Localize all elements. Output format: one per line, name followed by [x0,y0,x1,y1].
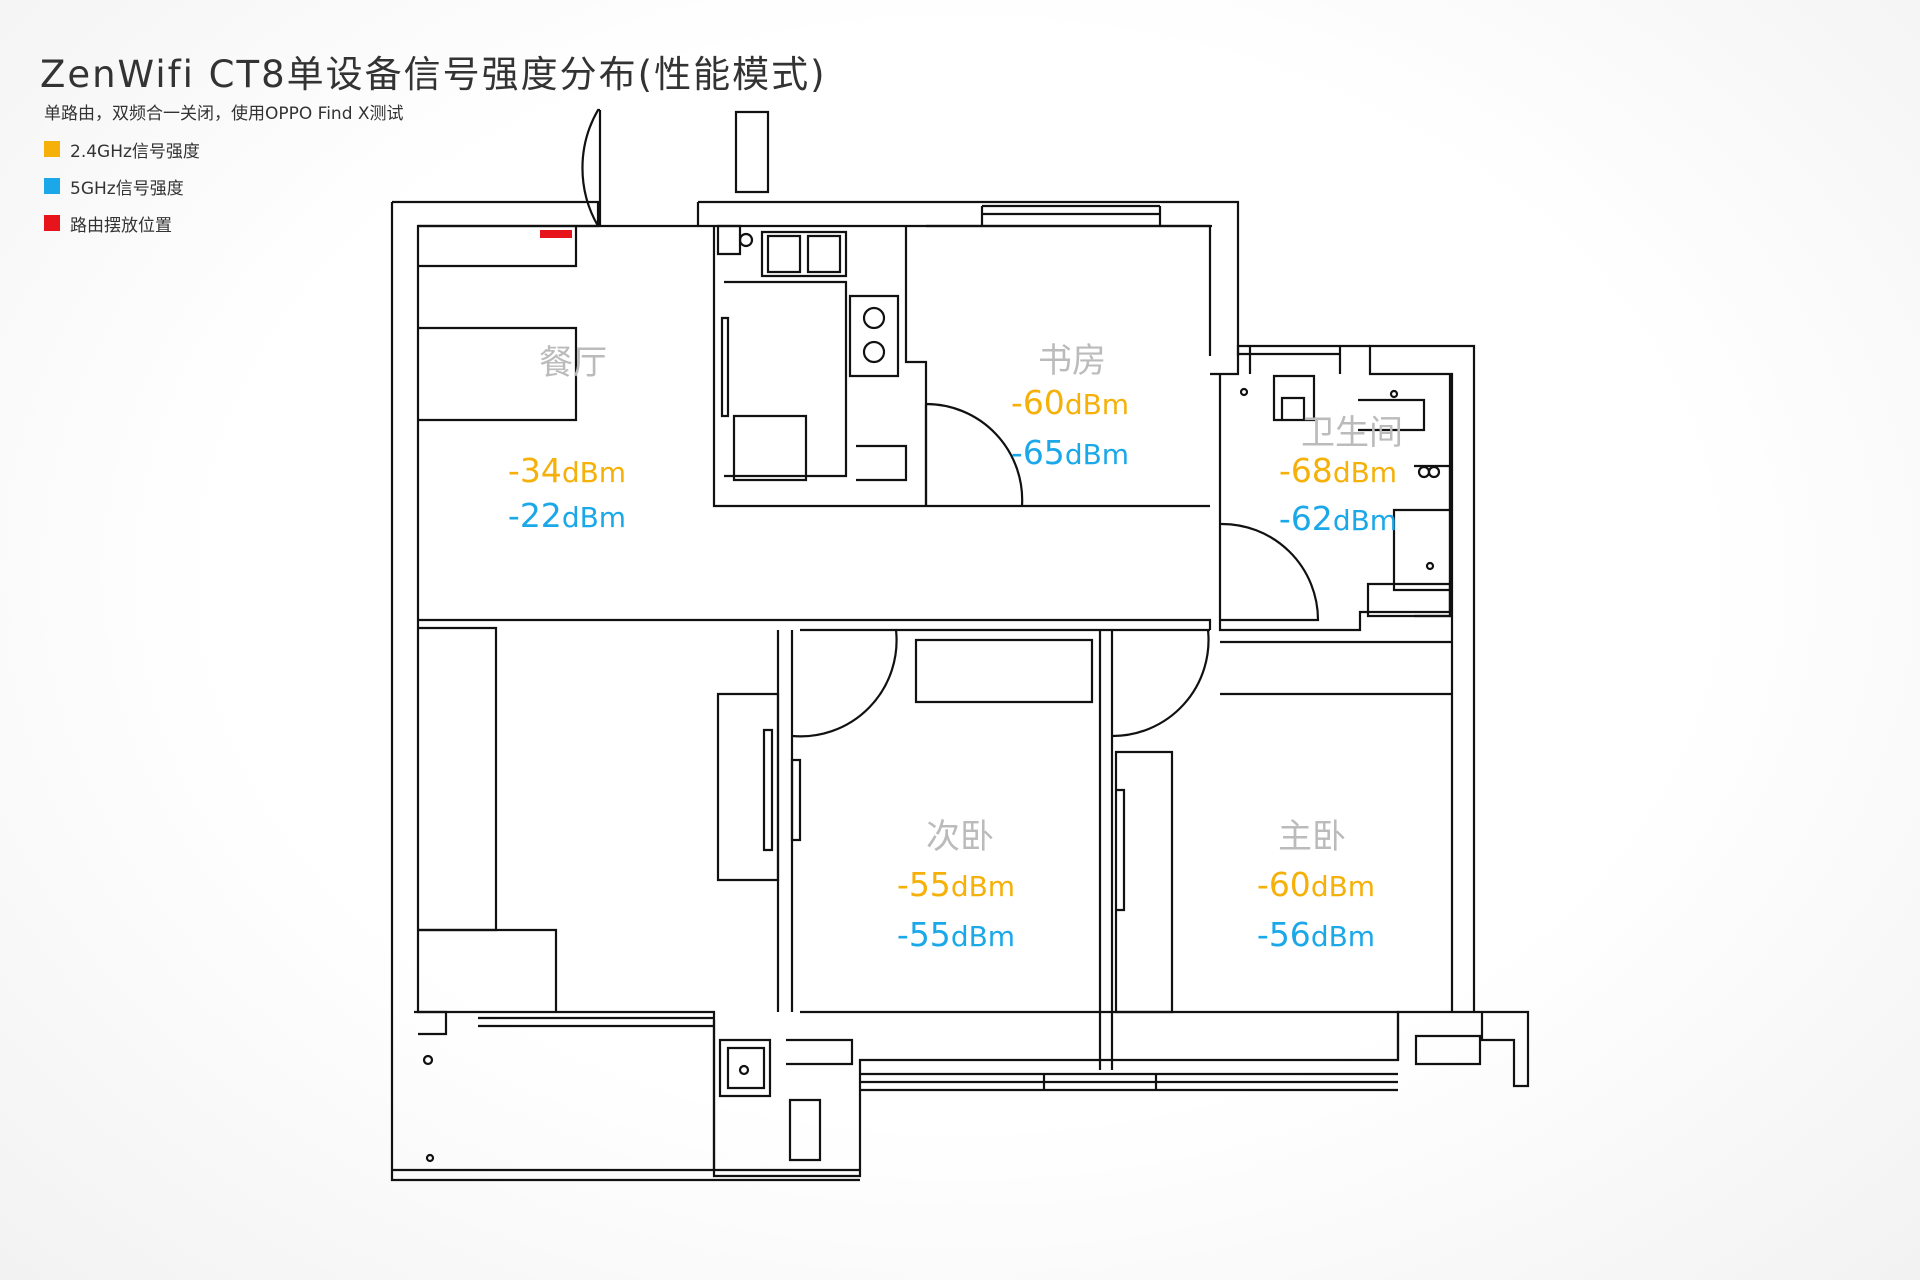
legend-label-5ghz: 5GHz信号强度 [70,178,184,199]
legend-item-router: 路由摆放位置 [44,210,200,236]
bathroom-5ghz-number: -62 [1279,499,1333,538]
room-name-master-bedroom: 主卧 [1278,817,1346,857]
bathroom-24ghz-number: -68 [1279,451,1333,490]
bathroom-24ghz-value: -68dBm [1279,451,1397,490]
study-24ghz-unit: dBm [1065,388,1129,421]
legend-label-24ghz: 2.4GHz信号强度 [70,141,200,162]
second-bedroom-5ghz-value: -55dBm [897,915,1015,954]
master-bedroom-5ghz-unit: dBm [1311,920,1375,953]
study-24ghz-number: -60 [1011,383,1065,422]
bathroom-24ghz-unit: dBm [1333,456,1397,489]
room-name-study: 书房 [1038,341,1106,381]
page-title: ZenWifi CT8单设备信号强度分布(性能模式) [40,53,827,96]
master-bedroom-5ghz-number: -56 [1257,915,1311,954]
router-position-marker [540,230,572,238]
dining-5ghz-unit: dBm [562,501,626,534]
second-bedroom-24ghz-number: -55 [897,865,951,904]
master-bedroom-24ghz-unit: dBm [1311,870,1375,903]
study-5ghz-value: -65dBm [1011,433,1129,472]
legend: 2.4GHz信号强度 5GHz信号强度 路由摆放位置 [44,136,200,247]
master-bedroom-24ghz-value: -60dBm [1257,865,1375,904]
study-5ghz-unit: dBm [1065,438,1129,471]
walls [390,108,1530,1182]
legend-swatch-orange [44,141,60,157]
study-5ghz-number: -65 [1011,433,1065,472]
bathroom-5ghz-unit: dBm [1333,504,1397,537]
master-bedroom-24ghz-number: -60 [1257,865,1311,904]
page-subtitle: 单路由，双频合一关闭，使用OPPO Find X测试 [44,104,404,124]
dining-5ghz-value: -22dBm [508,496,626,535]
second-bedroom-5ghz-number: -55 [897,915,951,954]
dining-5ghz-number: -22 [508,496,562,535]
master-bedroom-5ghz-value: -56dBm [1257,915,1375,954]
legend-swatch-red [44,215,60,231]
legend-swatch-blue [44,178,60,194]
room-name-second-bedroom: 次卧 [926,817,994,857]
legend-item-5ghz: 5GHz信号强度 [44,173,200,199]
dining-24ghz-value: -34dBm [508,451,626,490]
second-bedroom-5ghz-unit: dBm [951,920,1015,953]
second-bedroom-24ghz-value: -55dBm [897,865,1015,904]
dining-24ghz-unit: dBm [562,456,626,489]
legend-item-24ghz: 2.4GHz信号强度 [44,136,200,162]
legend-label-router: 路由摆放位置 [70,215,172,236]
dining-24ghz-number: -34 [508,451,562,490]
room-name-bathroom: 卫生间 [1301,413,1403,453]
study-24ghz-value: -60dBm [1011,383,1129,422]
bathroom-5ghz-value: -62dBm [1279,499,1397,538]
second-bedroom-24ghz-unit: dBm [951,870,1015,903]
room-name-dining: 餐厅 [539,343,607,383]
